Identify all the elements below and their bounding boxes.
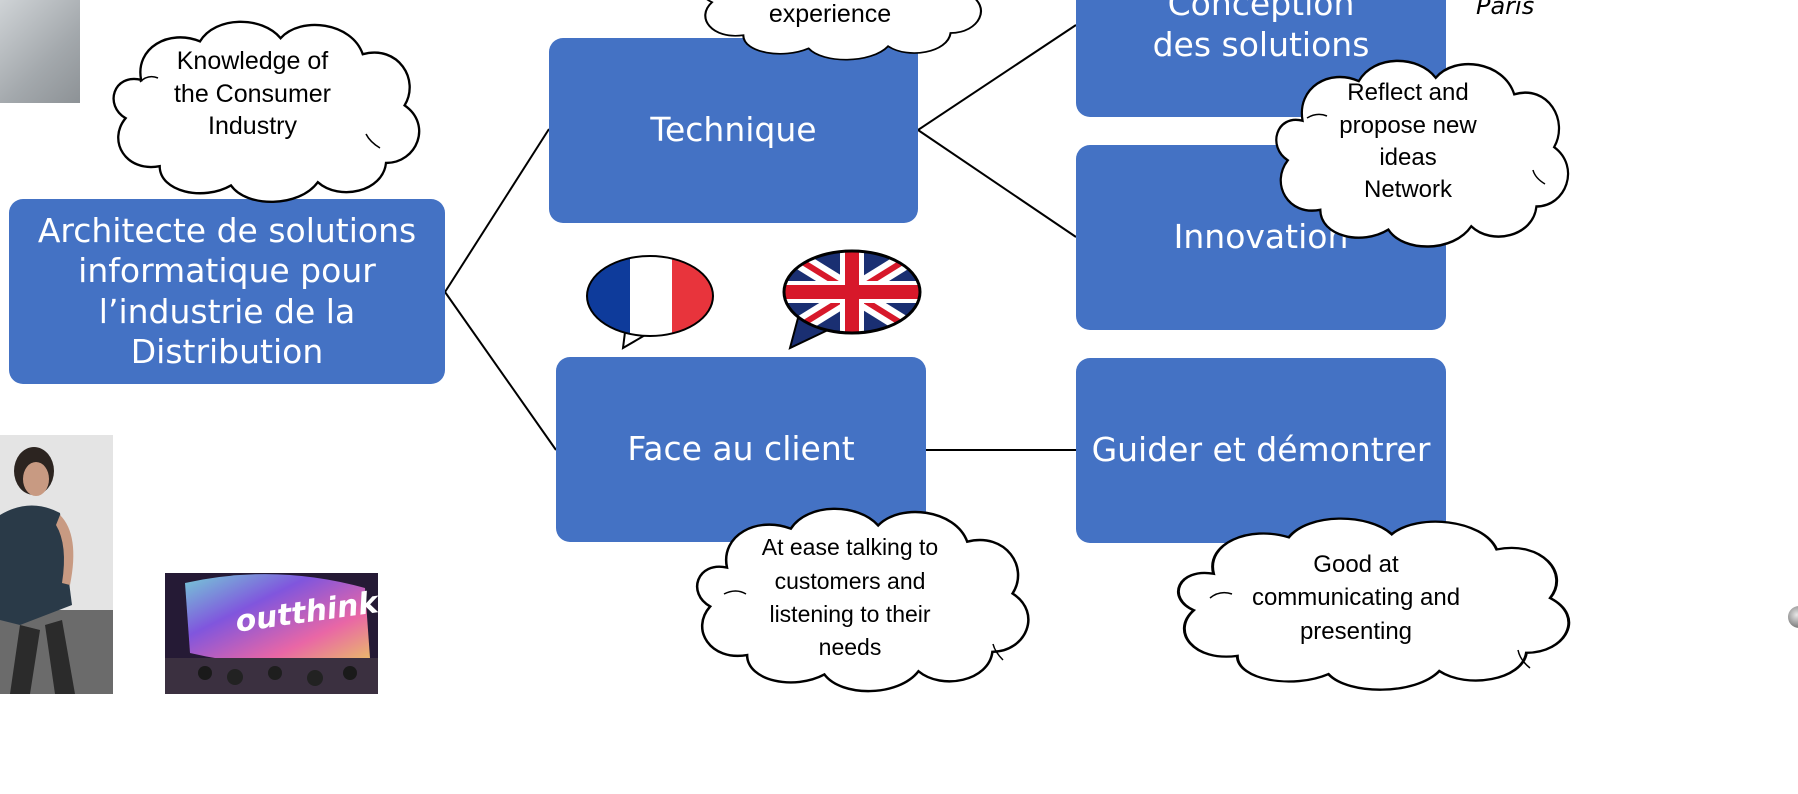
guider-node: Guider et démontrer [1076,358,1446,543]
connector-root-technique [444,128,550,293]
connector-technique-innovation [917,129,1077,238]
conception-node-label: Conception des solutions [1152,0,1370,64]
connector-technique-conception [917,24,1077,131]
face-au-client-node-label: Face au client [627,429,855,469]
french-flag-speech-bubble-icon [586,255,714,350]
photo-outthink: outthink [165,573,378,694]
photo-top-left [0,0,80,103]
technique-node-label: Technique [650,110,817,150]
avatar-icon [1788,606,1798,628]
innovation-node-label: Innovation [1173,217,1349,257]
guider-node-label: Guider et démontrer [1091,430,1431,470]
cloud-at-ease-text: At ease talking to customers and listeni… [761,534,939,661]
cloud-experience-text: experience [768,0,892,28]
cloud-knowledge-text: Knowledge of the Consumer Industry [173,47,332,141]
root-node-label: Architecte de solutions informatique pou… [37,211,417,371]
photo-person [0,435,113,694]
face-au-client-node: Face au client [556,357,926,542]
cloud-reflect-text: Reflect and propose new ideas Network [1339,79,1477,204]
uk-flag-speech-bubble-icon [782,249,922,350]
technique-node: Technique [549,38,918,223]
connector-root-face [444,291,557,451]
corner-italic-text: Paris [1476,0,1535,20]
cloud-good-at-text: Good at communicating and presenting [1251,550,1461,645]
root-node: Architecte de solutions informatique pou… [9,199,445,384]
